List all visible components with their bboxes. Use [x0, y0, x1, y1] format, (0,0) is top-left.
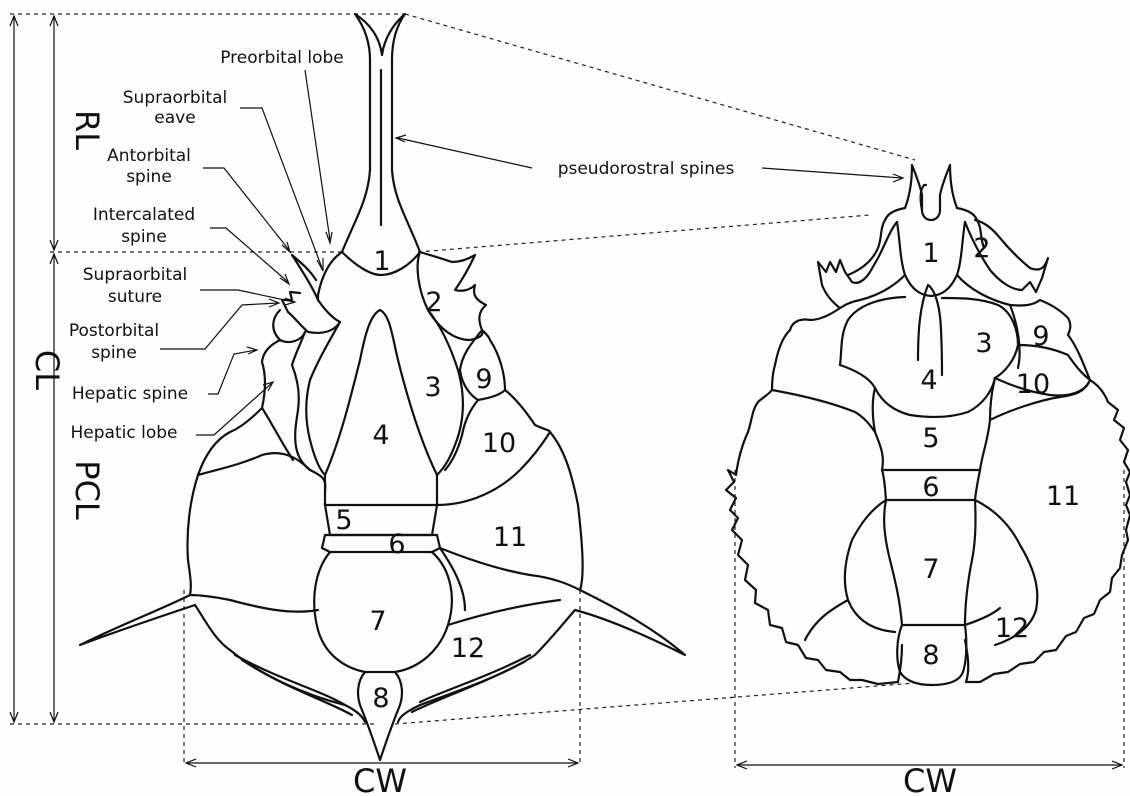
- left-region-12: 12: [451, 633, 485, 664]
- pcl-label: PCL: [68, 460, 106, 520]
- right-region-7: 7: [922, 554, 939, 585]
- hepatic-spine-label: Hepatic spine: [72, 384, 188, 404]
- hepatic-lobe-label: Hepatic lobe: [71, 423, 178, 443]
- supraorbital-suture-label-1: Supraorbital: [83, 265, 187, 285]
- right-region-10: 10: [1016, 369, 1050, 400]
- left-region-9: 9: [475, 364, 492, 395]
- left-region-11: 11: [493, 522, 527, 553]
- left-region-8: 8: [372, 683, 389, 714]
- right-region-9: 9: [1032, 321, 1049, 352]
- left-region-10: 10: [482, 428, 516, 459]
- supraorbital-eave-label-1: Supraorbital: [123, 88, 227, 108]
- right-region-5: 5: [922, 423, 939, 454]
- supraorbital-eave-label-2: eave: [154, 108, 195, 128]
- left-region-5: 5: [335, 505, 352, 536]
- antorbital-spine-label-1: Antorbital: [107, 146, 191, 166]
- postorbital-spine-label-2: spine: [91, 343, 137, 363]
- cw-left-label: CW: [353, 762, 407, 796]
- right-region-11: 11: [1046, 481, 1080, 512]
- left-region-2: 2: [425, 287, 442, 318]
- left-region-3: 3: [424, 372, 441, 403]
- right-region-3: 3: [975, 328, 992, 359]
- left-region-4: 4: [372, 420, 389, 451]
- preorbital-lobe-label: Preorbital lobe: [220, 48, 344, 68]
- pseudorostral-spines-label: pseudorostral spines: [558, 159, 735, 179]
- right-region-8: 8: [922, 640, 939, 671]
- right-region-1: 1: [922, 238, 939, 269]
- intercalated-spine-label-2: spine: [121, 227, 167, 247]
- right-region-12: 12: [995, 613, 1029, 644]
- rl-label: RL: [68, 110, 106, 150]
- right-region-2: 2: [973, 233, 990, 264]
- intercalated-spine-label-1: Intercalated: [93, 205, 195, 225]
- cw-right-label: CW: [903, 762, 957, 796]
- supraorbital-suture-label-2: suture: [108, 287, 162, 307]
- postorbital-spine-label-1: Postorbital: [69, 321, 159, 341]
- right-region-6: 6: [922, 472, 939, 503]
- cl-label: CL: [28, 350, 66, 390]
- left-region-6: 6: [388, 529, 405, 560]
- right-region-4: 4: [920, 365, 937, 396]
- antorbital-spine-label-2: spine: [126, 167, 172, 187]
- left-region-1: 1: [373, 246, 390, 277]
- left-region-labels: 1 2 3 4 5 6 7 8 9 10 11 12: [335, 246, 527, 714]
- left-region-7: 7: [369, 606, 386, 637]
